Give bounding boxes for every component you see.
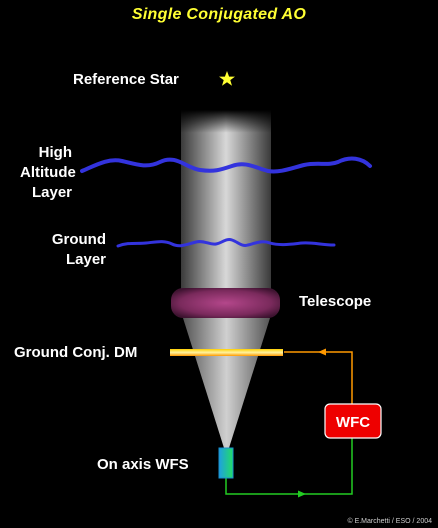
star-icon <box>219 71 235 86</box>
wfc-label: WFC <box>336 414 370 431</box>
ground-layer-label: Ground Layer <box>20 230 106 270</box>
on-axis-wfs-label: On axis WFS <box>97 456 189 473</box>
high-altitude-label-line-3: Layer <box>31 184 72 201</box>
feedback-orange-arrowhead <box>318 348 326 356</box>
feedback-green-line <box>225 438 353 495</box>
ground-layer-label-line-1: Ground <box>51 231 106 248</box>
credit-text: © E.Marchetti / ESO / 2004 <box>347 518 432 525</box>
high-altitude-turbulence-wave <box>80 156 372 174</box>
reference-star-label: Reference Star <box>73 71 179 88</box>
high-altitude-label-line-2: Altitude <box>20 164 76 181</box>
ground-conj-dm <box>170 349 283 356</box>
feedback-green-arrowhead <box>298 490 306 498</box>
high-altitude-label-line-1: High <box>38 144 72 161</box>
ground-turbulence-wave <box>116 238 336 248</box>
ground-conj-dm-label: Ground Conj. DM <box>14 344 138 361</box>
ground-layer-label-line-2: Layer <box>65 251 106 268</box>
wfs-sensor <box>218 447 234 479</box>
diagram-title: Single Conjugated AO <box>131 6 307 23</box>
wfc-box <box>324 403 382 439</box>
light-cone <box>183 318 270 448</box>
telescope-body <box>171 288 280 318</box>
high-altitude-layer-label: High Altitude Layer <box>20 143 76 203</box>
light-beam-fade <box>181 110 271 300</box>
telescope-label: Telescope <box>299 293 372 310</box>
feedback-orange-line <box>284 351 353 404</box>
